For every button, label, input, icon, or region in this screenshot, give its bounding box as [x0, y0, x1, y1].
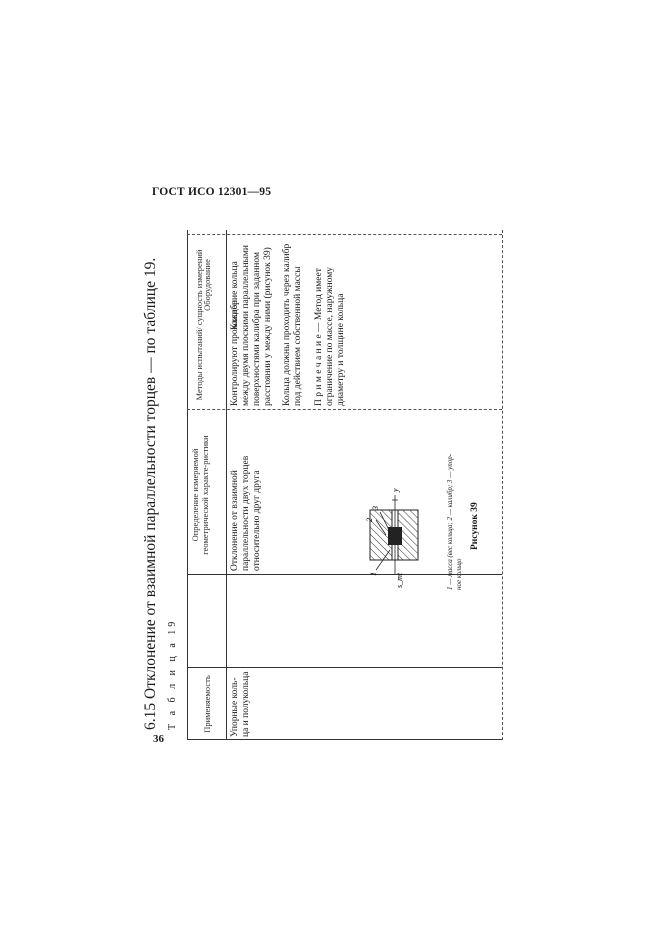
table-right-border — [187, 234, 502, 235]
cell-definition: Отклонение от взаимной параллельности дв… — [230, 455, 262, 571]
cell-method-p2: Кольца должны проходить через калибр под… — [282, 243, 303, 406]
leader-3 — [379, 511, 390, 531]
table-bottom-border — [502, 230, 503, 740]
fig-label-1: 1 — [369, 572, 378, 576]
figure-39: 1 2 3 y s_mt 1 — масса (вес кольца; 2 — … — [362, 440, 487, 590]
col-divider-1 — [187, 667, 502, 668]
cell-applicability: Упорные коль-ца и полукольца — [230, 671, 251, 737]
figure-caption: Рисунок 39 — [470, 502, 480, 550]
cell-equipment: Калибр — [230, 300, 240, 330]
figure-legend: 1 — масса (вес кольца; 2 — калибр; 3 — у… — [446, 453, 463, 590]
page-header: ГОСТ ИСО 12301—95 — [152, 186, 272, 198]
fig-label-3: 3 — [371, 506, 380, 511]
cell-method-note: П р и м е ч а н и е — Метод имеет ограни… — [314, 267, 346, 406]
table-left-border — [187, 739, 502, 740]
header-definition: Определение измеряемой геометрической ха… — [190, 435, 210, 555]
col-divider-3 — [187, 409, 502, 410]
page-number: 36 — [153, 733, 164, 745]
table-top-border — [187, 230, 188, 740]
header-applicability: Применяемость — [202, 675, 212, 733]
section-heading: 6.15 Отклонение от взаимной параллельнос… — [142, 257, 159, 730]
header-equipment: Оборудование — [202, 259, 212, 311]
leader-2 — [375, 519, 387, 536]
leader-1 — [375, 549, 391, 571]
fig-label-y: y — [391, 488, 400, 493]
gauge-diagram: 1 2 3 y s_mt — [365, 488, 419, 588]
fig-label-2: 2 — [365, 518, 374, 522]
rotated-content: 6.15 Отклонение от взаимной параллельнос… — [142, 220, 522, 740]
header-separator — [226, 230, 227, 740]
table-caption: Т а б л и ц а 19 — [167, 618, 178, 730]
fig-label-s: s_mt — [395, 572, 404, 588]
